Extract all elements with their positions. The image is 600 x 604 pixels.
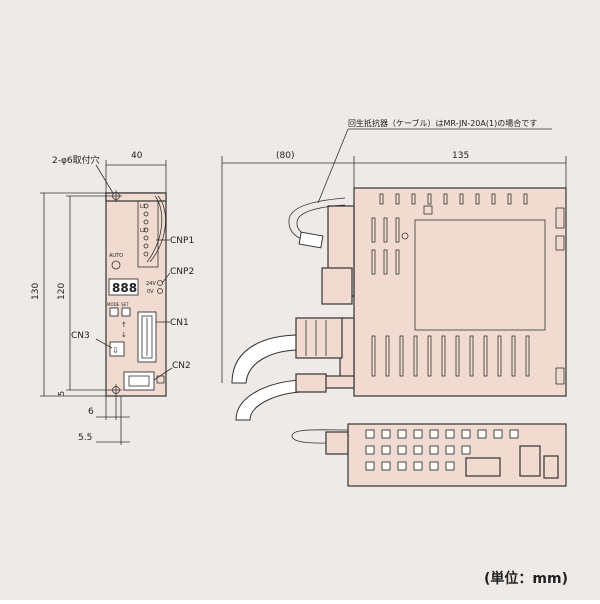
dim-bottom-offset: 5 xyxy=(57,391,66,396)
cnp2-plug xyxy=(321,267,353,305)
dim-mount-pitch: 120 xyxy=(57,283,67,300)
cn2-label: CN2 xyxy=(172,361,191,371)
screw-icon xyxy=(401,232,409,240)
set-button[interactable] xyxy=(121,307,131,317)
cn2-plug-body xyxy=(295,373,327,393)
side-vents-lower xyxy=(371,335,530,377)
mount-holes-label: 2-φ6取付穴 xyxy=(52,154,100,166)
display-digits: 888 xyxy=(112,281,137,295)
top-vents xyxy=(379,193,528,205)
cables xyxy=(231,197,346,421)
cnp1-terminals xyxy=(143,203,149,257)
usb-icon: ⇩ xyxy=(112,346,119,355)
unit-label: (単位：mm) xyxy=(484,571,568,587)
mode-button[interactable] xyxy=(109,307,119,317)
bottom-view xyxy=(291,423,567,487)
bottom-terminal xyxy=(465,457,501,477)
side-dimensions: (80) 135 回生抵抗器（ケーブル）はMR-JN-20A(1)の場合です xyxy=(221,118,567,383)
dim-hole-edge: 5.5 xyxy=(78,433,92,443)
set-label: SET xyxy=(121,302,129,307)
dim-cable-space: (80) xyxy=(276,151,294,161)
cn3-label: CN3 xyxy=(71,331,90,341)
down-arrow-icon: ↓ xyxy=(121,331,127,339)
cnp1-label: CNP1 xyxy=(170,236,194,246)
side-view xyxy=(313,187,567,397)
cn1-cable xyxy=(231,334,301,384)
cn1-plug-body xyxy=(295,317,343,359)
seven-seg-display xyxy=(108,278,139,296)
led-0v xyxy=(157,288,163,294)
bottom-cable xyxy=(291,429,349,444)
cn1-label: CN1 xyxy=(170,318,189,328)
dim-width-front: 40 xyxy=(131,151,143,161)
cnp1-terminal-block xyxy=(137,200,159,268)
cnp2-label: CNP2 xyxy=(170,267,194,277)
bottom-latch xyxy=(519,445,541,477)
led-24v-label: 24V xyxy=(146,281,156,287)
up-arrow-icon: ↑ xyxy=(121,321,127,329)
rating-label-plate xyxy=(414,219,546,331)
cn2-cable xyxy=(235,379,301,421)
dim-height-total: 130 xyxy=(31,283,41,300)
bottom-vents xyxy=(365,429,519,471)
side-vents-upper xyxy=(371,217,400,275)
front-top-strip xyxy=(105,192,167,202)
terminal-label: L2 xyxy=(140,228,146,234)
regen-callout-note: 回生抵抗器（ケーブル）はMR-JN-20A(1)の場合です xyxy=(348,118,537,128)
front-dimensions: 40 130 120 5 6 5.5 xyxy=(31,151,167,445)
auto-label: AUTO xyxy=(109,253,123,259)
mode-label: MODE xyxy=(107,302,120,307)
cn3-usb-port xyxy=(109,341,125,357)
dim-depth: 135 xyxy=(452,151,469,161)
dim-hole-offset: 6 xyxy=(88,407,94,417)
led-0v-label: 0V xyxy=(147,289,154,295)
cn2-connector xyxy=(123,371,155,391)
auto-dial xyxy=(111,260,121,270)
regen-cable-front xyxy=(149,195,166,263)
terminal-label: L1 xyxy=(140,204,146,210)
front-view: L1 L2 AUTO 24V 0V 888 MODE SET ↑ ↓ ⇩ xyxy=(52,154,194,397)
